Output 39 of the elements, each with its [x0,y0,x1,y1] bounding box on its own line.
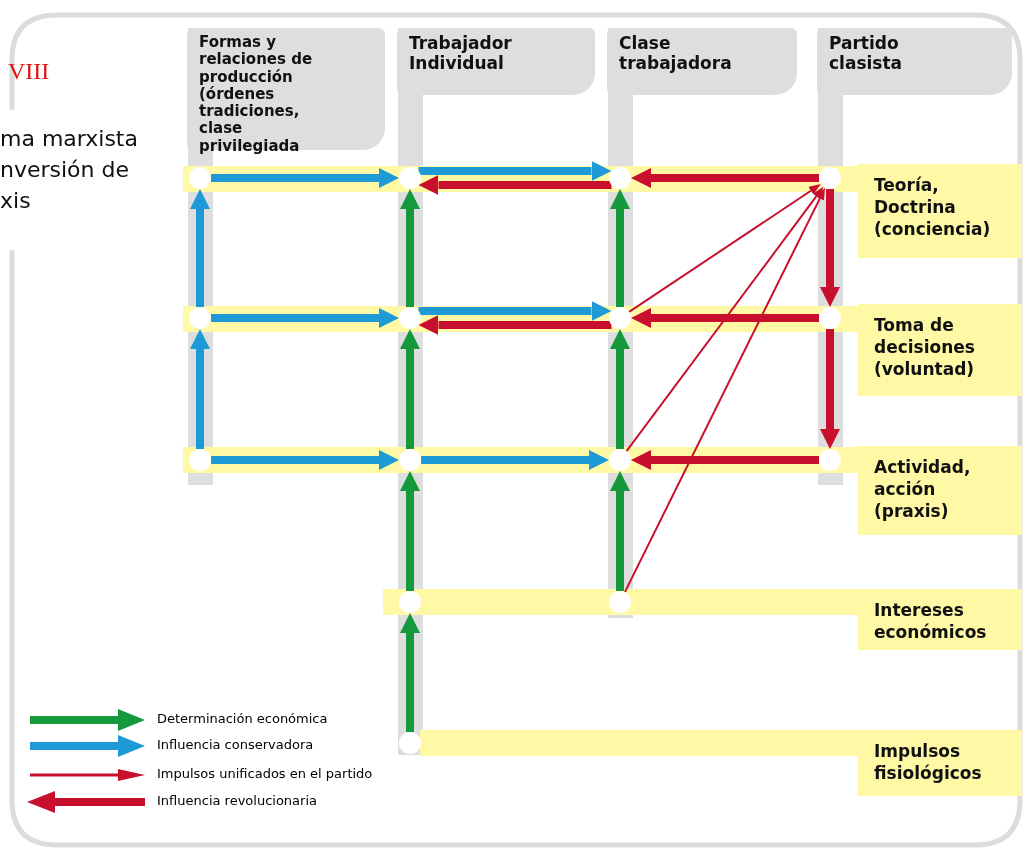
arrow [190,329,210,449]
arrow [211,450,399,470]
arrow [421,450,609,470]
arrow [631,168,819,188]
arrow [400,189,420,307]
arrow [625,186,824,453]
level-label: Intereses económicos [858,589,1022,650]
chapter-number: VIII [8,58,50,85]
legend-label: Impulsos unificados en el partido [157,766,373,781]
arrow [400,329,420,449]
arrow [628,184,821,313]
arrow [400,613,420,732]
arrow [211,168,399,188]
arrow [820,189,840,307]
level-label: Actividad, acción (praxis) [858,446,1022,535]
column-header: Partido clasista [817,28,1012,95]
level-label: Teoría, Doctrina (conciencia) [858,164,1022,258]
arrow [623,187,826,594]
legend-label: Influencia conservadora [157,737,314,752]
arrow [631,450,819,470]
arrow [610,329,630,449]
level-label: Toma de decisiones (voluntad) [858,304,1022,396]
arrow [400,471,420,591]
arrow [610,189,630,307]
heading-fragment: ma marxista nversión de xis [0,125,139,215]
column-header: Clase trabajadora [607,28,797,95]
arrow [610,471,630,591]
arrow [418,175,612,195]
arrow [190,189,210,307]
level-label: Impulsos fisiológicos [858,730,1022,796]
arrow [418,301,612,321]
arrow [418,315,612,335]
legend-label: Determinación económica [157,711,328,726]
arrow [631,308,819,328]
arrow [820,329,840,449]
legend-label: Influencia revolucionaria [157,793,317,808]
arrow [211,308,399,328]
column-header: Trabajador Individual [397,28,595,95]
arrow [418,161,612,181]
